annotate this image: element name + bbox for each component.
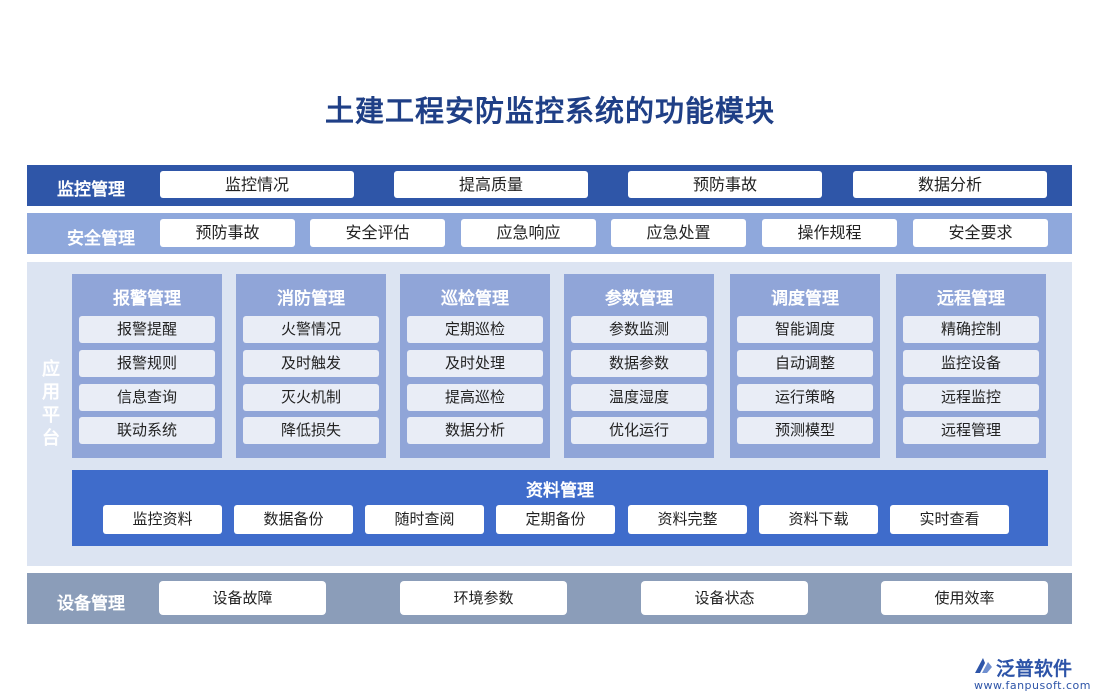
platform-label: 应 用 平 台: [41, 358, 61, 450]
module-item: 预测模型: [737, 417, 873, 444]
safety-item: 操作规程: [762, 219, 897, 247]
platform-label-char: 台: [42, 428, 60, 449]
device-item: 使用效率: [881, 581, 1048, 615]
application-platform: 应 用 平 台 报警管理 报警提醒 报警规则 信息查询 联动系统 消防管理 火警…: [27, 262, 1072, 566]
safety-band: 安全管理 预防事故 安全评估 应急响应 应急处置 操作规程 安全要求: [27, 213, 1072, 254]
module-item: 联动系统: [79, 417, 215, 444]
device-item: 设备状态: [641, 581, 808, 615]
archive-item: 监控资料: [103, 505, 222, 534]
device-label: 设备管理: [57, 594, 125, 614]
safety-item: 安全要求: [913, 219, 1048, 247]
device-band: 设备管理 设备故障 环境参数 设备状态 使用效率: [27, 573, 1072, 624]
module-title: 消防管理: [277, 289, 345, 309]
module-title: 远程管理: [937, 289, 1005, 309]
brand-logo: 泛普软件 www.fanpusoft.com: [972, 654, 1094, 698]
module-title: 参数管理: [605, 289, 673, 309]
module-item: 数据参数: [571, 350, 707, 377]
module-item: 运行策略: [737, 384, 873, 411]
module-item: 信息查询: [79, 384, 215, 411]
monitoring-band: 监控管理 监控情况 提高质量 预防事故 数据分析: [27, 165, 1072, 206]
monitoring-item: 数据分析: [853, 171, 1047, 198]
fanpu-logo-icon: [975, 658, 992, 673]
safety-item: 预防事故: [160, 219, 295, 247]
module-item: 报警规则: [79, 350, 215, 377]
archive-title: 资料管理: [526, 481, 594, 501]
archive-item: 随时查阅: [365, 505, 484, 534]
module-inspection: 巡检管理 定期巡检 及时处理 提高巡检 数据分析: [400, 274, 550, 458]
module-item: 及时触发: [243, 350, 379, 377]
archive-item: 实时查看: [890, 505, 1009, 534]
module-item: 优化运行: [571, 417, 707, 444]
safety-item: 应急响应: [461, 219, 596, 247]
module-item: 提高巡检: [407, 384, 543, 411]
logo-name: 泛普软件: [996, 658, 1073, 680]
module-alarm: 报警管理 报警提醒 报警规则 信息查询 联动系统: [72, 274, 222, 458]
module-item: 远程监控: [903, 384, 1039, 411]
safety-item: 应急处置: [611, 219, 746, 247]
safety-label: 安全管理: [67, 229, 135, 249]
module-item: 定期巡检: [407, 316, 543, 343]
archive-item: 数据备份: [234, 505, 353, 534]
module-item: 远程管理: [903, 417, 1039, 444]
module-item: 及时处理: [407, 350, 543, 377]
module-item: 参数监测: [571, 316, 707, 343]
module-title: 报警管理: [113, 289, 181, 309]
module-item: 温度湿度: [571, 384, 707, 411]
module-parameter: 参数管理 参数监测 数据参数 温度湿度 优化运行: [564, 274, 714, 458]
device-item: 环境参数: [400, 581, 567, 615]
module-item: 灭火机制: [243, 384, 379, 411]
module-item: 精确控制: [903, 316, 1039, 343]
platform-label-char: 应: [42, 359, 60, 380]
module-title: 调度管理: [771, 289, 839, 309]
module-item: 降低损失: [243, 417, 379, 444]
module-item: 自动调整: [737, 350, 873, 377]
module-remote: 远程管理 精确控制 监控设备 远程监控 远程管理: [896, 274, 1046, 458]
monitoring-item: 监控情况: [160, 171, 354, 198]
platform-label-char: 用: [42, 382, 60, 403]
archive-panel: 资料管理 监控资料 数据备份 随时查阅 定期备份 资料完整 资料下载 实时查看: [72, 470, 1048, 546]
module-item: 报警提醒: [79, 316, 215, 343]
module-item: 监控设备: [903, 350, 1039, 377]
archive-item: 资料完整: [628, 505, 747, 534]
monitoring-item: 预防事故: [628, 171, 822, 198]
monitoring-label: 监控管理: [57, 180, 125, 200]
module-fire: 消防管理 火警情况 及时触发 灭火机制 降低损失: [236, 274, 386, 458]
monitoring-item: 提高质量: [394, 171, 588, 198]
module-item: 数据分析: [407, 417, 543, 444]
module-item: 火警情况: [243, 316, 379, 343]
safety-item: 安全评估: [310, 219, 445, 247]
platform-label-char: 平: [42, 405, 60, 426]
module-title: 巡检管理: [441, 289, 509, 309]
archive-item: 资料下载: [759, 505, 878, 534]
archive-item: 定期备份: [496, 505, 615, 534]
page-title: 土建工程安防监控系统的功能模块: [324, 94, 775, 128]
module-item: 智能调度: [737, 316, 873, 343]
logo-url: www.fanpusoft.com: [974, 679, 1091, 692]
device-item: 设备故障: [159, 581, 326, 615]
module-dispatch: 调度管理 智能调度 自动调整 运行策略 预测模型: [730, 274, 880, 458]
